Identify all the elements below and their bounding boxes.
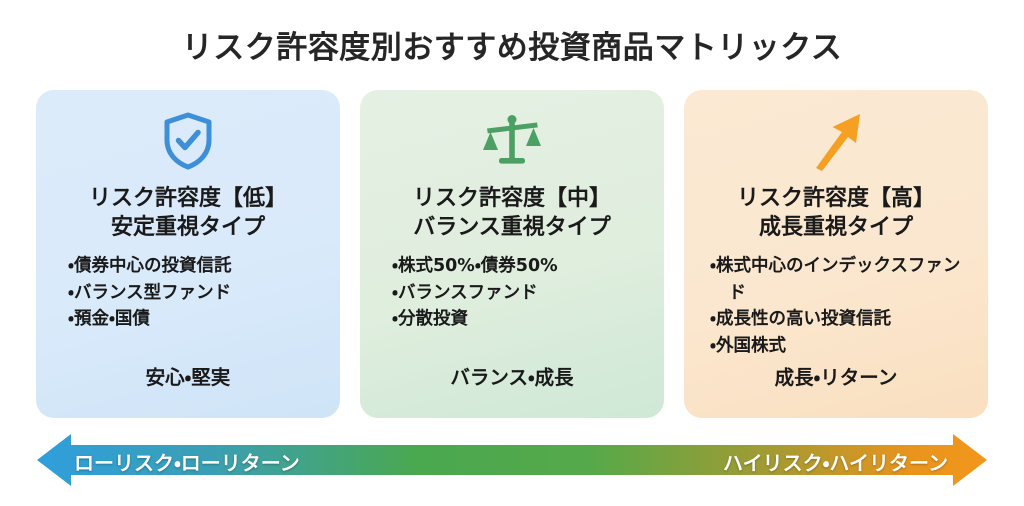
heading-line-1: リスク許容度【高】 — [736, 186, 935, 211]
list-item: ・外国株式 — [710, 335, 786, 356]
list-item: ・債券中心の投資信託 — [68, 256, 232, 277]
risk-card-low-bullet-list: ・債券中心の投資信託 ・バランス型ファンド ・預金・国債 — [50, 253, 326, 333]
risk-card-low-heading: リスク許容度【低】 安定重視タイプ — [89, 184, 287, 242]
trend-up-arrow-icon — [806, 110, 866, 172]
risk-card-high-footer: 成長・リターン — [774, 366, 898, 389]
list-item: ・成長性の高い投資信託 — [710, 309, 891, 330]
heading-line-1: リスク許容度【低】 — [88, 186, 287, 211]
list-item: ・バランス型ファンド — [68, 282, 232, 303]
spectrum-label-low-risk: ローリスク・ローリターン — [74, 451, 300, 475]
risk-card-low: リスク許容度【低】 安定重視タイプ ・債券中心の投資信託 ・バランス型ファンド … — [36, 90, 340, 418]
risk-card-high-heading: リスク許容度【高】 成長重視タイプ — [737, 184, 935, 242]
heading-line-2: 成長重視タイプ — [758, 215, 913, 241]
list-item: ・預金・国債 — [68, 309, 150, 330]
heading-line-2: 安定重視タイプ — [110, 215, 265, 241]
list-item: ・株式中心のインデックスファンド — [710, 256, 961, 303]
risk-card-medium-bullet-list: ・株式50%・債券50% ・バランスファンド ・分散投資 — [374, 253, 650, 333]
shield-check-icon — [161, 110, 215, 172]
risk-card-high-bullet-list: ・株式中心のインデックスファンド ・成長性の高い投資信託 ・外国株式 — [698, 253, 974, 359]
risk-card-medium-footer: バランス・成長 — [450, 366, 574, 389]
risk-card-low-footer: 安心・堅実 — [145, 366, 231, 389]
risk-return-spectrum-arrow — [0, 430, 1024, 490]
risk-card-medium-heading: リスク許容度【中】 バランス重視タイプ — [413, 184, 611, 242]
list-item: ・バランスファンド — [392, 282, 538, 303]
balance-scale-icon — [481, 110, 543, 172]
spectrum-label-high-risk: ハイリスク・ハイリターン — [723, 451, 948, 475]
risk-tolerance-card-row: リスク許容度【低】 安定重視タイプ ・債券中心の投資信託 ・バランス型ファンド … — [36, 90, 988, 418]
heading-line-2: バランス重視タイプ — [413, 215, 611, 241]
list-item: ・株式50%・債券50% — [392, 256, 558, 277]
risk-card-high: リスク許容度【高】 成長重視タイプ ・株式中心のインデックスファンド ・成長性の… — [684, 90, 988, 418]
list-item: ・分散投資 — [392, 309, 468, 330]
risk-card-medium: リスク許容度【中】 バランス重視タイプ ・株式50%・債券50% ・バランスファ… — [360, 90, 664, 418]
page-title: リスク許容度別おすすめ投資商品マトリックス — [181, 30, 843, 66]
heading-line-1: リスク許容度【中】 — [412, 186, 611, 211]
